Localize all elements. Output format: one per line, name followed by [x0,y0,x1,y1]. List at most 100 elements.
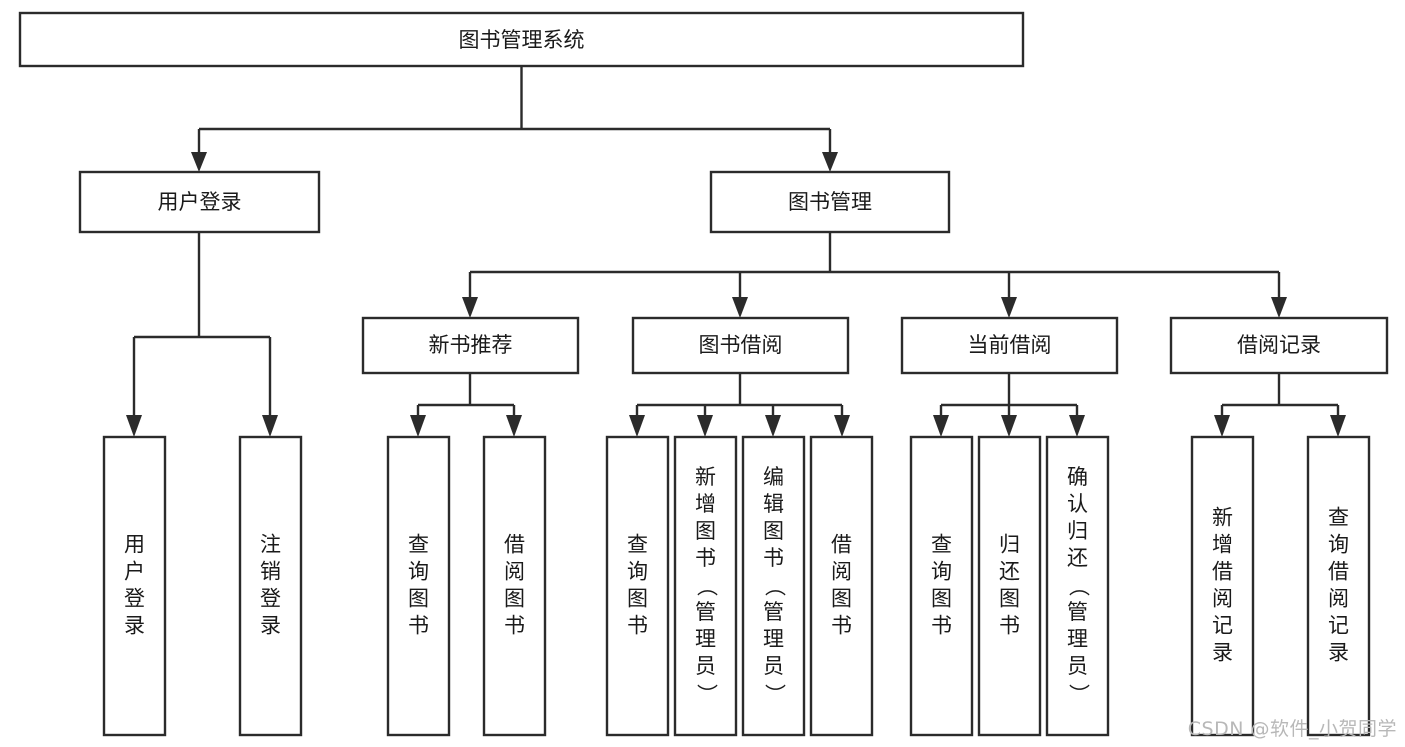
vertical-char: 图 [831,587,852,611]
vertical-char: （ [763,576,787,597]
arrow-to-leaf-logout [262,415,278,437]
vertical-char: 新 [1212,506,1233,530]
node-user-login[interactable]: 用户登录 [78,170,321,234]
node-user-login-label: 用户登录 [158,190,242,214]
vertical-char: 录 [1328,641,1349,665]
arrow-to-leaf-query-record [1330,415,1346,437]
vertical-char: 询 [627,560,648,584]
vertical-char: 录 [124,614,145,638]
node-current-borrow[interactable]: 当前借阅 [900,316,1119,375]
vertical-char: 新 [695,465,716,489]
node-leaf-user-login-label: 用户登录 [124,533,145,638]
arrow-to-leaf-edit-book [765,415,781,437]
node-new-book-recommend[interactable]: 新书推荐 [361,316,580,375]
node-current-borrow-box[interactable] [900,316,1119,375]
arrow-to-new-book-recommend [462,297,478,318]
node-leaf-query-book-3-box[interactable] [909,435,974,737]
node-leaf-borrow-book-1-box[interactable] [482,435,547,737]
vertical-char: 图 [763,519,784,543]
vertical-char: 注 [260,533,281,557]
arrow-to-leaf-add-record [1214,415,1230,437]
arrow-to-leaf-user-login [126,415,142,437]
node-book-borrow-box[interactable] [631,316,850,375]
vertical-char: 理 [695,627,716,651]
vertical-char: 还 [1067,546,1088,570]
csdn-watermark: CSDN @软件_小贺同学 [1187,718,1397,740]
vertical-char: 图 [695,519,716,543]
node-leaf-query-book-2-box[interactable] [605,435,670,737]
node-leaf-user-login[interactable]: 用户登录 [102,435,167,737]
vertical-char: 员 [1067,654,1088,678]
arrow-to-book-manage [822,152,838,172]
node-borrow-record-box[interactable] [1169,316,1389,375]
arrow-to-current-borrow [1001,297,1017,318]
vertical-char: 管 [1067,600,1088,624]
arrow-to-book-borrow [732,297,748,318]
vertical-char: 认 [1067,492,1088,516]
vertical-char: 增 [695,492,716,516]
node-leaf-add-record-box[interactable] [1190,435,1255,737]
node-new-book-recommend-box[interactable] [361,316,580,375]
node-leaf-add-book-box[interactable] [673,435,738,737]
vertical-char: 图 [627,587,648,611]
vertical-char: 归 [1067,519,1088,543]
vertical-char: 书 [831,614,852,638]
node-book-manage[interactable]: 图书管理 [709,170,951,234]
arrow-to-leaf-return-book [1001,415,1017,437]
node-leaf-query-book-1-box[interactable] [386,435,451,737]
vertical-char: 还 [999,560,1020,584]
vertical-char: 登 [260,587,281,611]
vertical-char: 员 [695,654,716,678]
vertical-char: 询 [931,560,952,584]
vertical-char: ） [1067,684,1091,705]
vertical-char: 阅 [504,560,525,584]
node-new-book-recommend-label: 新书推荐 [429,333,513,357]
vertical-char: 管 [695,600,716,624]
connector-layer [126,66,1346,437]
node-leaf-borrow-book-2-box[interactable] [809,435,874,737]
node-leaf-logout-box[interactable] [238,435,303,737]
vertical-char: 书 [763,546,784,570]
node-root-box[interactable] [18,11,1025,68]
node-book-borrow[interactable]: 图书借阅 [631,316,850,375]
node-book-manage-label: 图书管理 [788,190,872,214]
vertical-char: 户 [124,560,145,584]
node-leaf-user-login-box[interactable] [102,435,167,737]
node-book-manage-box[interactable] [709,170,951,234]
node-leaf-query-record-box[interactable] [1306,435,1371,737]
node-leaf-confirm-return-box[interactable] [1045,435,1110,737]
vertical-char: （ [695,576,719,597]
arrow-to-leaf-borrow-book-2 [834,415,850,437]
node-borrow-record[interactable]: 借阅记录 [1169,316,1389,375]
node-user-login-box[interactable] [78,170,321,234]
vertical-char: 阅 [831,560,852,584]
vertical-char: 书 [408,614,429,638]
node-leaf-return-book-box[interactable] [977,435,1042,737]
node-leaf-edit-book-box[interactable] [741,435,806,737]
vertical-char: 增 [1212,533,1233,557]
vertical-char: 编 [763,465,784,489]
node-root[interactable]: 图书管理系统 [18,11,1025,68]
vertical-char: 查 [408,533,429,557]
arrow-to-leaf-add-book [697,415,713,437]
vertical-char: （ [1067,576,1091,597]
vertical-char: 书 [931,614,952,638]
vertical-char: 查 [627,533,648,557]
